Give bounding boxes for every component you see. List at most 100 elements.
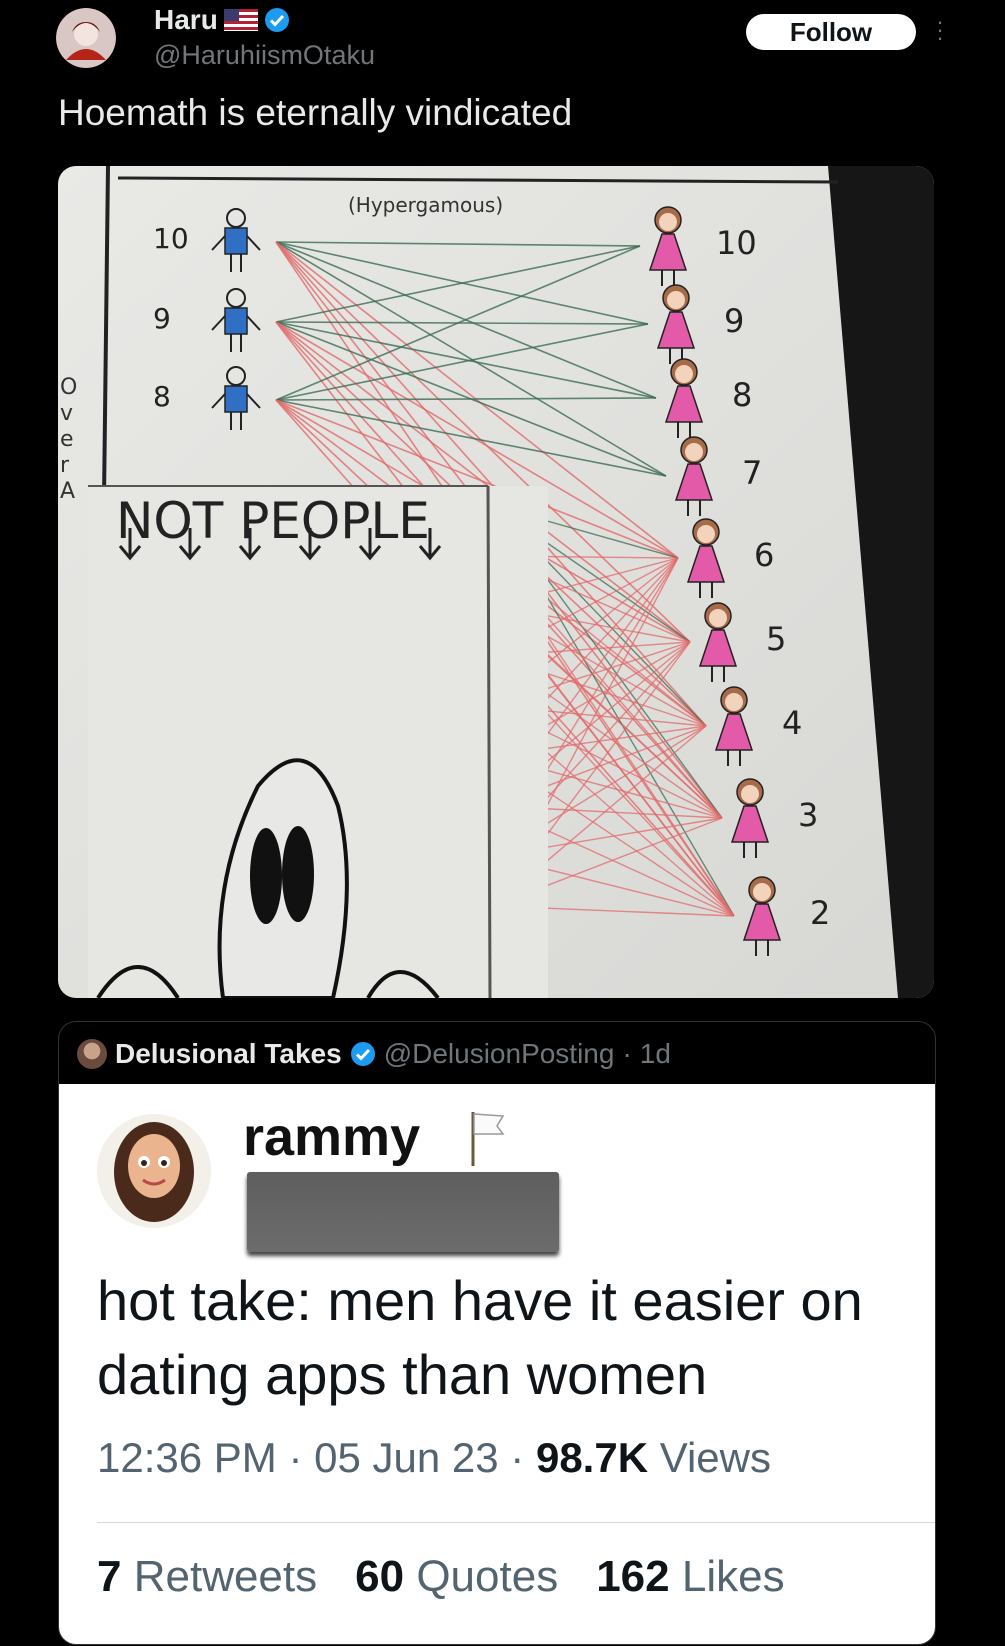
connection-line [275, 323, 649, 401]
quote-display-name[interactable]: Delusional Takes [115, 1038, 342, 1069]
quotes-stat: 60 Quotes [355, 1552, 558, 1602]
man-figure: 8 [153, 366, 261, 430]
woman-figure: 4 [714, 686, 802, 766]
side-letter: e [60, 427, 74, 452]
woman-rank-number: 3 [798, 796, 818, 834]
quotes-label: Quotes [416, 1552, 559, 1601]
quotes-count: 60 [355, 1552, 405, 1601]
heading-label: (Hypergamous) [348, 193, 503, 217]
not-people-label: NOT PEOPLE [116, 492, 430, 550]
doll-face-art [114, 1122, 194, 1222]
men-figures: 10 9 8 [153, 208, 261, 430]
screenshot-stats: 7 Retweets 60 Quotes 162 Likes [97, 1552, 785, 1602]
author-name-row[interactable]: Haru [154, 4, 290, 36]
author-handle[interactable]: @HaruhiismOtaku [154, 40, 375, 70]
verified-badge-icon [350, 1042, 375, 1066]
woman-rank-number: 7 [742, 454, 762, 492]
meta-dot: · [510, 1434, 525, 1481]
down-arrow [178, 528, 202, 561]
connection-line [275, 245, 641, 323]
retweets-label: Retweets [133, 1552, 318, 1601]
down-arrow [358, 528, 382, 561]
woman-rank-number: 4 [782, 704, 802, 742]
man-rank-number: 10 [153, 222, 189, 255]
screenshot-meta: 12:36 PM · 05 Jun 23 · 98.7K Views [97, 1434, 771, 1482]
views-label: Views [659, 1434, 771, 1481]
woman-figure: 2 [742, 876, 830, 956]
man-rank-number: 8 [153, 380, 171, 413]
woman-figure: 8 [664, 358, 752, 438]
connection-line [275, 241, 641, 247]
woman-figure: 9 [656, 284, 744, 364]
quote-avatar[interactable] [77, 1039, 107, 1069]
down-arrow [118, 528, 142, 561]
quote-separator: · [622, 1038, 632, 1069]
connection-line [275, 245, 641, 401]
side-letter: v [60, 401, 73, 426]
man-rank-number: 9 [153, 302, 171, 335]
connection-line [275, 399, 679, 559]
retweets-stat: 7 Retweets [97, 1552, 317, 1602]
side-letter: A [60, 479, 75, 504]
screenshot-date: 05 Jun 23 [314, 1434, 499, 1481]
connection-line [275, 241, 679, 559]
likes-stat: 162 Likes [596, 1552, 784, 1602]
connection-line [275, 241, 691, 643]
connection-line [275, 397, 657, 401]
man-figure: 9 [153, 288, 261, 352]
retweets-count: 7 [97, 1552, 122, 1601]
down-arrow [418, 528, 442, 561]
connection-line [275, 321, 657, 399]
connection-line [275, 321, 679, 559]
more-options-icon[interactable]: ··· [936, 9, 944, 50]
woman-rank-number: 5 [766, 620, 786, 658]
women-figures: 10 9 8 7 6 5 4 3 2 [648, 206, 830, 956]
screenshot-text: hot take: men have it easier on dating a… [97, 1269, 863, 1406]
woman-figure: 3 [730, 778, 818, 858]
side-letter: O [60, 375, 77, 400]
quoted-tweet[interactable]: Delusional Takes @DelusionPosting · 1d r… [58, 1021, 936, 1645]
likes-label: Likes [681, 1552, 785, 1601]
woman-figure: 7 [674, 436, 762, 516]
likes-count: 162 [596, 1552, 670, 1601]
connection-line [275, 321, 649, 325]
us-flag-icon [223, 9, 258, 31]
screenshot-name: rammy [243, 1107, 421, 1167]
quote-header: Delusional Takes @DelusionPosting · 1d [77, 1036, 671, 1072]
quote-time[interactable]: 1d [639, 1038, 671, 1069]
white-flag-icon [471, 1112, 505, 1166]
screenshot-time: 12:36 PM [97, 1434, 277, 1481]
woman-figure: 6 [686, 518, 774, 598]
meta-dot: · [288, 1434, 303, 1481]
woman-rank-number: 2 [810, 894, 830, 932]
woman-rank-number: 6 [754, 536, 774, 574]
screenshot-avatar [97, 1114, 211, 1228]
connection-line [275, 399, 667, 477]
man-figure: 10 [153, 208, 261, 272]
down-arrows [118, 528, 442, 561]
down-arrow [298, 528, 322, 561]
avatar-art [56, 8, 116, 68]
views-count: 98.7K [535, 1434, 649, 1481]
connection-lines [275, 241, 735, 917]
woman-figure: 10 [648, 206, 757, 286]
quoted-screenshot: rammy hot take: men have it easier on da… [59, 1084, 935, 1644]
divider [97, 1522, 935, 1523]
author-display-name[interactable]: Haru [154, 4, 218, 35]
down-arrow [238, 528, 262, 561]
redacted-handle-bar [247, 1172, 559, 1252]
woman-rank-number: 8 [732, 376, 752, 414]
follow-button[interactable]: Follow [746, 14, 916, 50]
tweet-text: Hoemath is eternally vindicated [58, 92, 573, 133]
side-letter: r [60, 453, 70, 478]
woman-rank-number: 9 [724, 302, 744, 340]
connection-line [275, 241, 667, 477]
woman-figure: 5 [698, 602, 786, 682]
quote-handle[interactable]: @DelusionPosting [383, 1038, 615, 1069]
author-avatar[interactable] [56, 8, 116, 68]
woman-rank-number: 10 [716, 224, 757, 262]
verified-badge-icon [264, 8, 289, 32]
